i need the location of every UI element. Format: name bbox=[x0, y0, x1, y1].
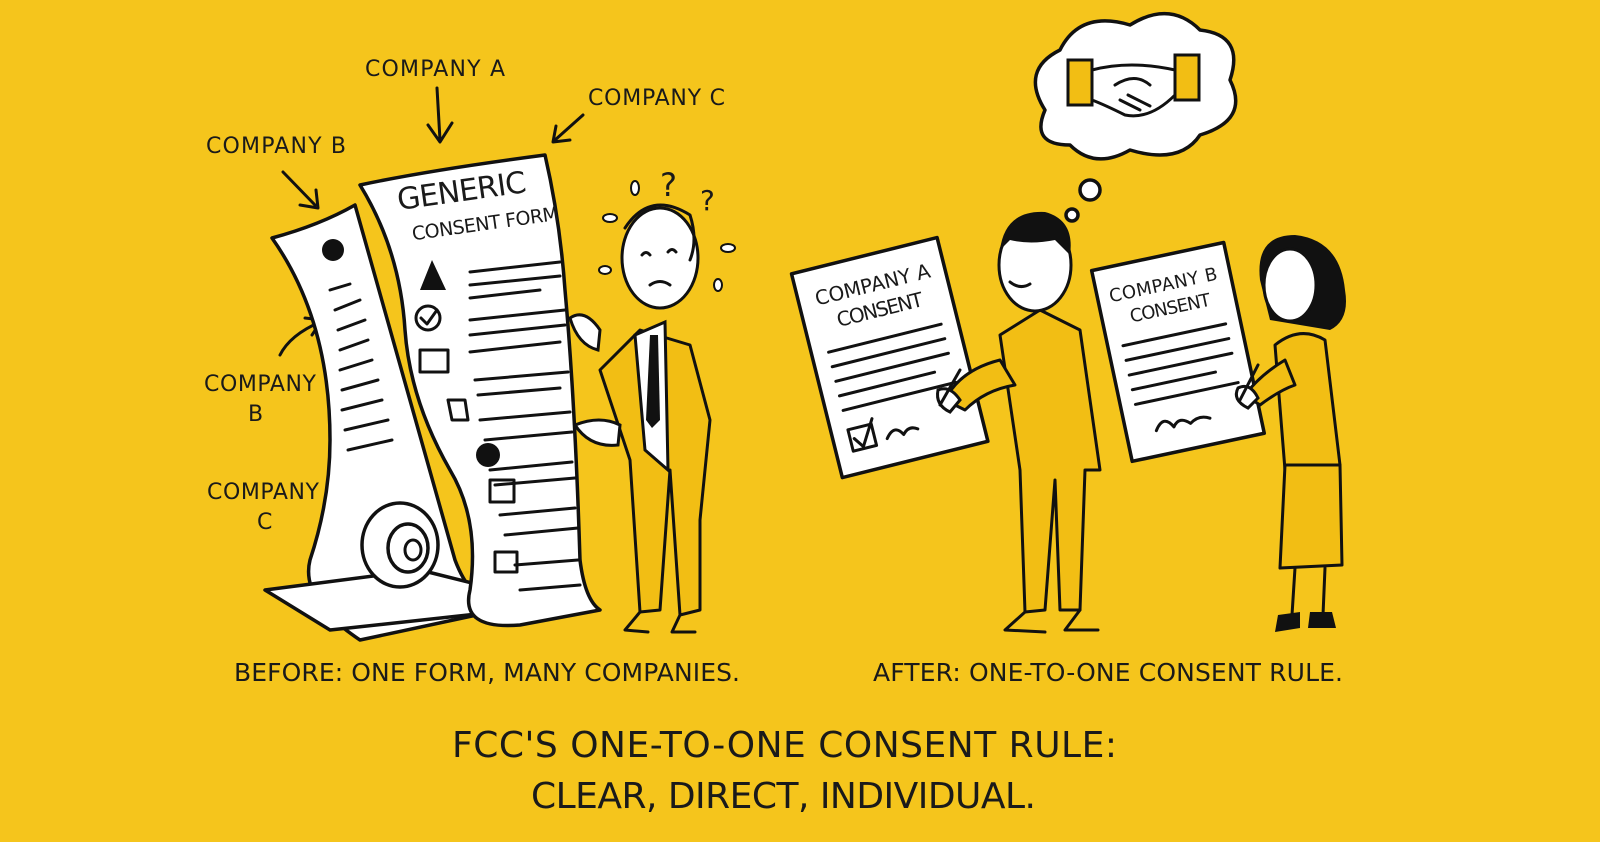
after-panel: COMPANY A CONSENT COMPANY B CONSENT bbox=[789, 12, 1346, 687]
label-company-c-side-2: C bbox=[257, 510, 272, 535]
checkbox-checked-icon bbox=[846, 422, 879, 453]
label-company-a: COMPANY A bbox=[365, 57, 505, 82]
question-mark-1: ? bbox=[660, 166, 677, 204]
company-b-consent-doc: COMPANY B CONSENT bbox=[1089, 240, 1267, 464]
generic-consent-form bbox=[358, 153, 602, 628]
company-logo-icons bbox=[414, 260, 519, 574]
woman-signing bbox=[1234, 235, 1346, 632]
form-text-lines bbox=[468, 260, 582, 592]
thought-bubble bbox=[1033, 12, 1238, 223]
scroll-lines bbox=[322, 239, 394, 452]
confused-man bbox=[568, 203, 712, 634]
main-title-line2: CLEAR, DIRECT, INDIVIDUAL. bbox=[531, 776, 1036, 817]
checkmark-icon bbox=[852, 417, 874, 449]
label-company-b-side-2: B bbox=[248, 402, 263, 427]
label-company-b-top: COMPANY B bbox=[206, 134, 346, 159]
main-title-line1: FCC'S ONE-TO-ONE CONSENT RULE: bbox=[452, 725, 1117, 766]
label-company-b-side-1: COMPANY bbox=[204, 372, 317, 397]
after-caption: AFTER: ONE-TO-ONE CONSENT RULE. bbox=[873, 658, 1343, 687]
scroll-roll bbox=[263, 501, 562, 632]
man-signing bbox=[936, 211, 1102, 634]
handshake-icon bbox=[1066, 53, 1201, 118]
sweat-drop-icons bbox=[598, 180, 736, 292]
question-mark-2: ? bbox=[700, 184, 715, 217]
signature bbox=[1154, 415, 1212, 433]
before-caption: BEFORE: ONE FORM, MANY COMPANIES. bbox=[234, 658, 740, 687]
company-a-consent-doc: COMPANY A CONSENT bbox=[789, 235, 990, 480]
back-scroll-sheet bbox=[270, 203, 502, 642]
before-panel: COMPANY A COMPANY C COMPANY B COMPANY B … bbox=[204, 57, 740, 687]
label-company-c-top: COMPANY C bbox=[588, 86, 725, 111]
label-company-c-side-1: COMPANY bbox=[207, 480, 320, 505]
